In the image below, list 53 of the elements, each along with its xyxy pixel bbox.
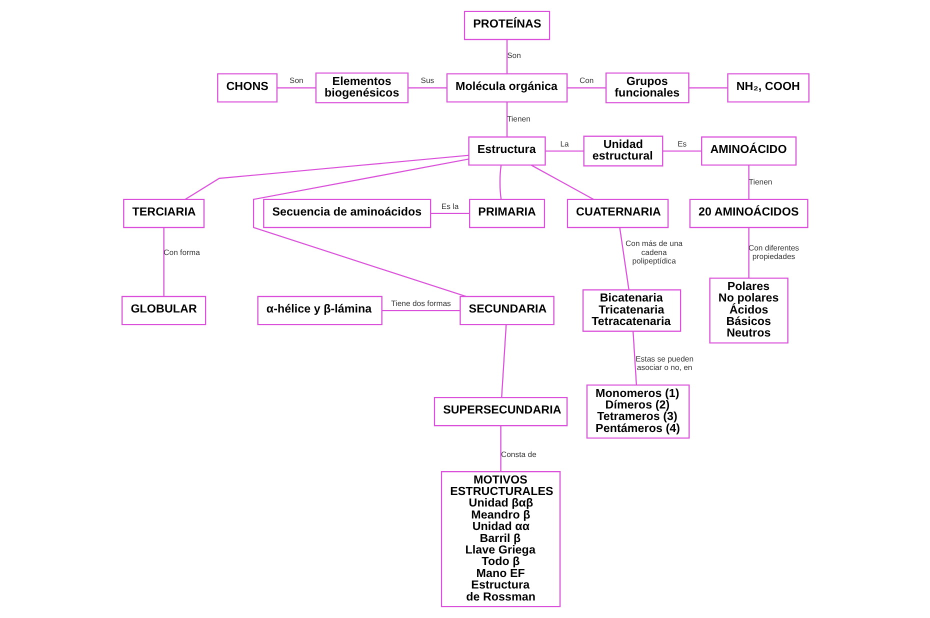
connector — [498, 165, 502, 200]
node-box: Estructura — [468, 136, 546, 166]
connector — [506, 40, 508, 74]
connector — [408, 87, 446, 88]
connector — [688, 87, 728, 88]
connector — [500, 324, 506, 398]
node-box: CUATERNARIA — [566, 198, 668, 228]
node-box: Monomeros (1) Dímeros (2) Tetrameros (3) Pentámeros (4) — [586, 384, 690, 439]
connector — [748, 228, 749, 278]
node-box: 20 AMINOÁCIDOS — [688, 198, 808, 228]
connector — [544, 150, 584, 152]
node-box: MOTIVOS ESTRUCTURALES Unidad βαβ Meandro β Unidad αα Barril β Llave Griega Todo β Mano EF Estructura de Rossman — [440, 471, 560, 608]
edge-label: Con más de una cadena polipeptídica — [625, 239, 682, 266]
connector — [618, 227, 629, 290]
node-box: PROTEÍNAS — [463, 10, 550, 40]
node-box: CHONS — [216, 73, 278, 102]
connector — [162, 228, 164, 296]
connector — [748, 165, 749, 200]
edge-label: Con — [578, 76, 594, 86]
node-box: Secuencia de aminoácidos — [262, 198, 431, 228]
edge-label: Estas se pueden asociar o no, en — [635, 354, 694, 372]
connector — [662, 150, 701, 152]
connector — [276, 87, 316, 88]
connector — [506, 102, 508, 137]
connector — [430, 212, 469, 214]
node-box: Elementos biogenésicos — [314, 72, 408, 104]
node-box: Grupos funcionales — [605, 72, 689, 104]
edge-label: La — [560, 139, 568, 148]
node-box: Unidad estructural — [582, 136, 663, 166]
node-box: Bicatenaria Tricatenaria Tetracatenaria — [582, 289, 681, 332]
node-box: Polares No polares Ácidos Básicos Neutros — [708, 278, 788, 344]
connector — [500, 426, 501, 472]
edge-label: Son — [506, 51, 520, 60]
connector — [632, 331, 637, 386]
connector — [184, 154, 468, 200]
node-box: α-hélice y β-lámina — [256, 296, 382, 326]
node-box: NH₂, COOH — [726, 73, 809, 102]
edge-label: Sus — [420, 76, 434, 86]
edge-label: Tiene dos formas — [390, 298, 450, 308]
connector — [252, 158, 468, 298]
edge-label: Es la — [440, 202, 458, 211]
node-box: AMINOÁCIDO — [700, 136, 796, 166]
connector — [566, 87, 606, 88]
edge-label: Son — [289, 76, 303, 86]
edge-label: Es — [677, 139, 686, 148]
node-box: GLOBULAR — [121, 296, 206, 326]
node-box: TERCIARIA — [122, 198, 204, 228]
connector — [381, 310, 460, 312]
node-box: PRIMARIA — [468, 198, 545, 228]
connector — [530, 164, 594, 200]
node-box: Molécula orgánica — [446, 73, 568, 102]
node-box: SUPERSECUNDARIA — [433, 396, 568, 426]
node-box: SECUNDARIA — [459, 296, 554, 326]
